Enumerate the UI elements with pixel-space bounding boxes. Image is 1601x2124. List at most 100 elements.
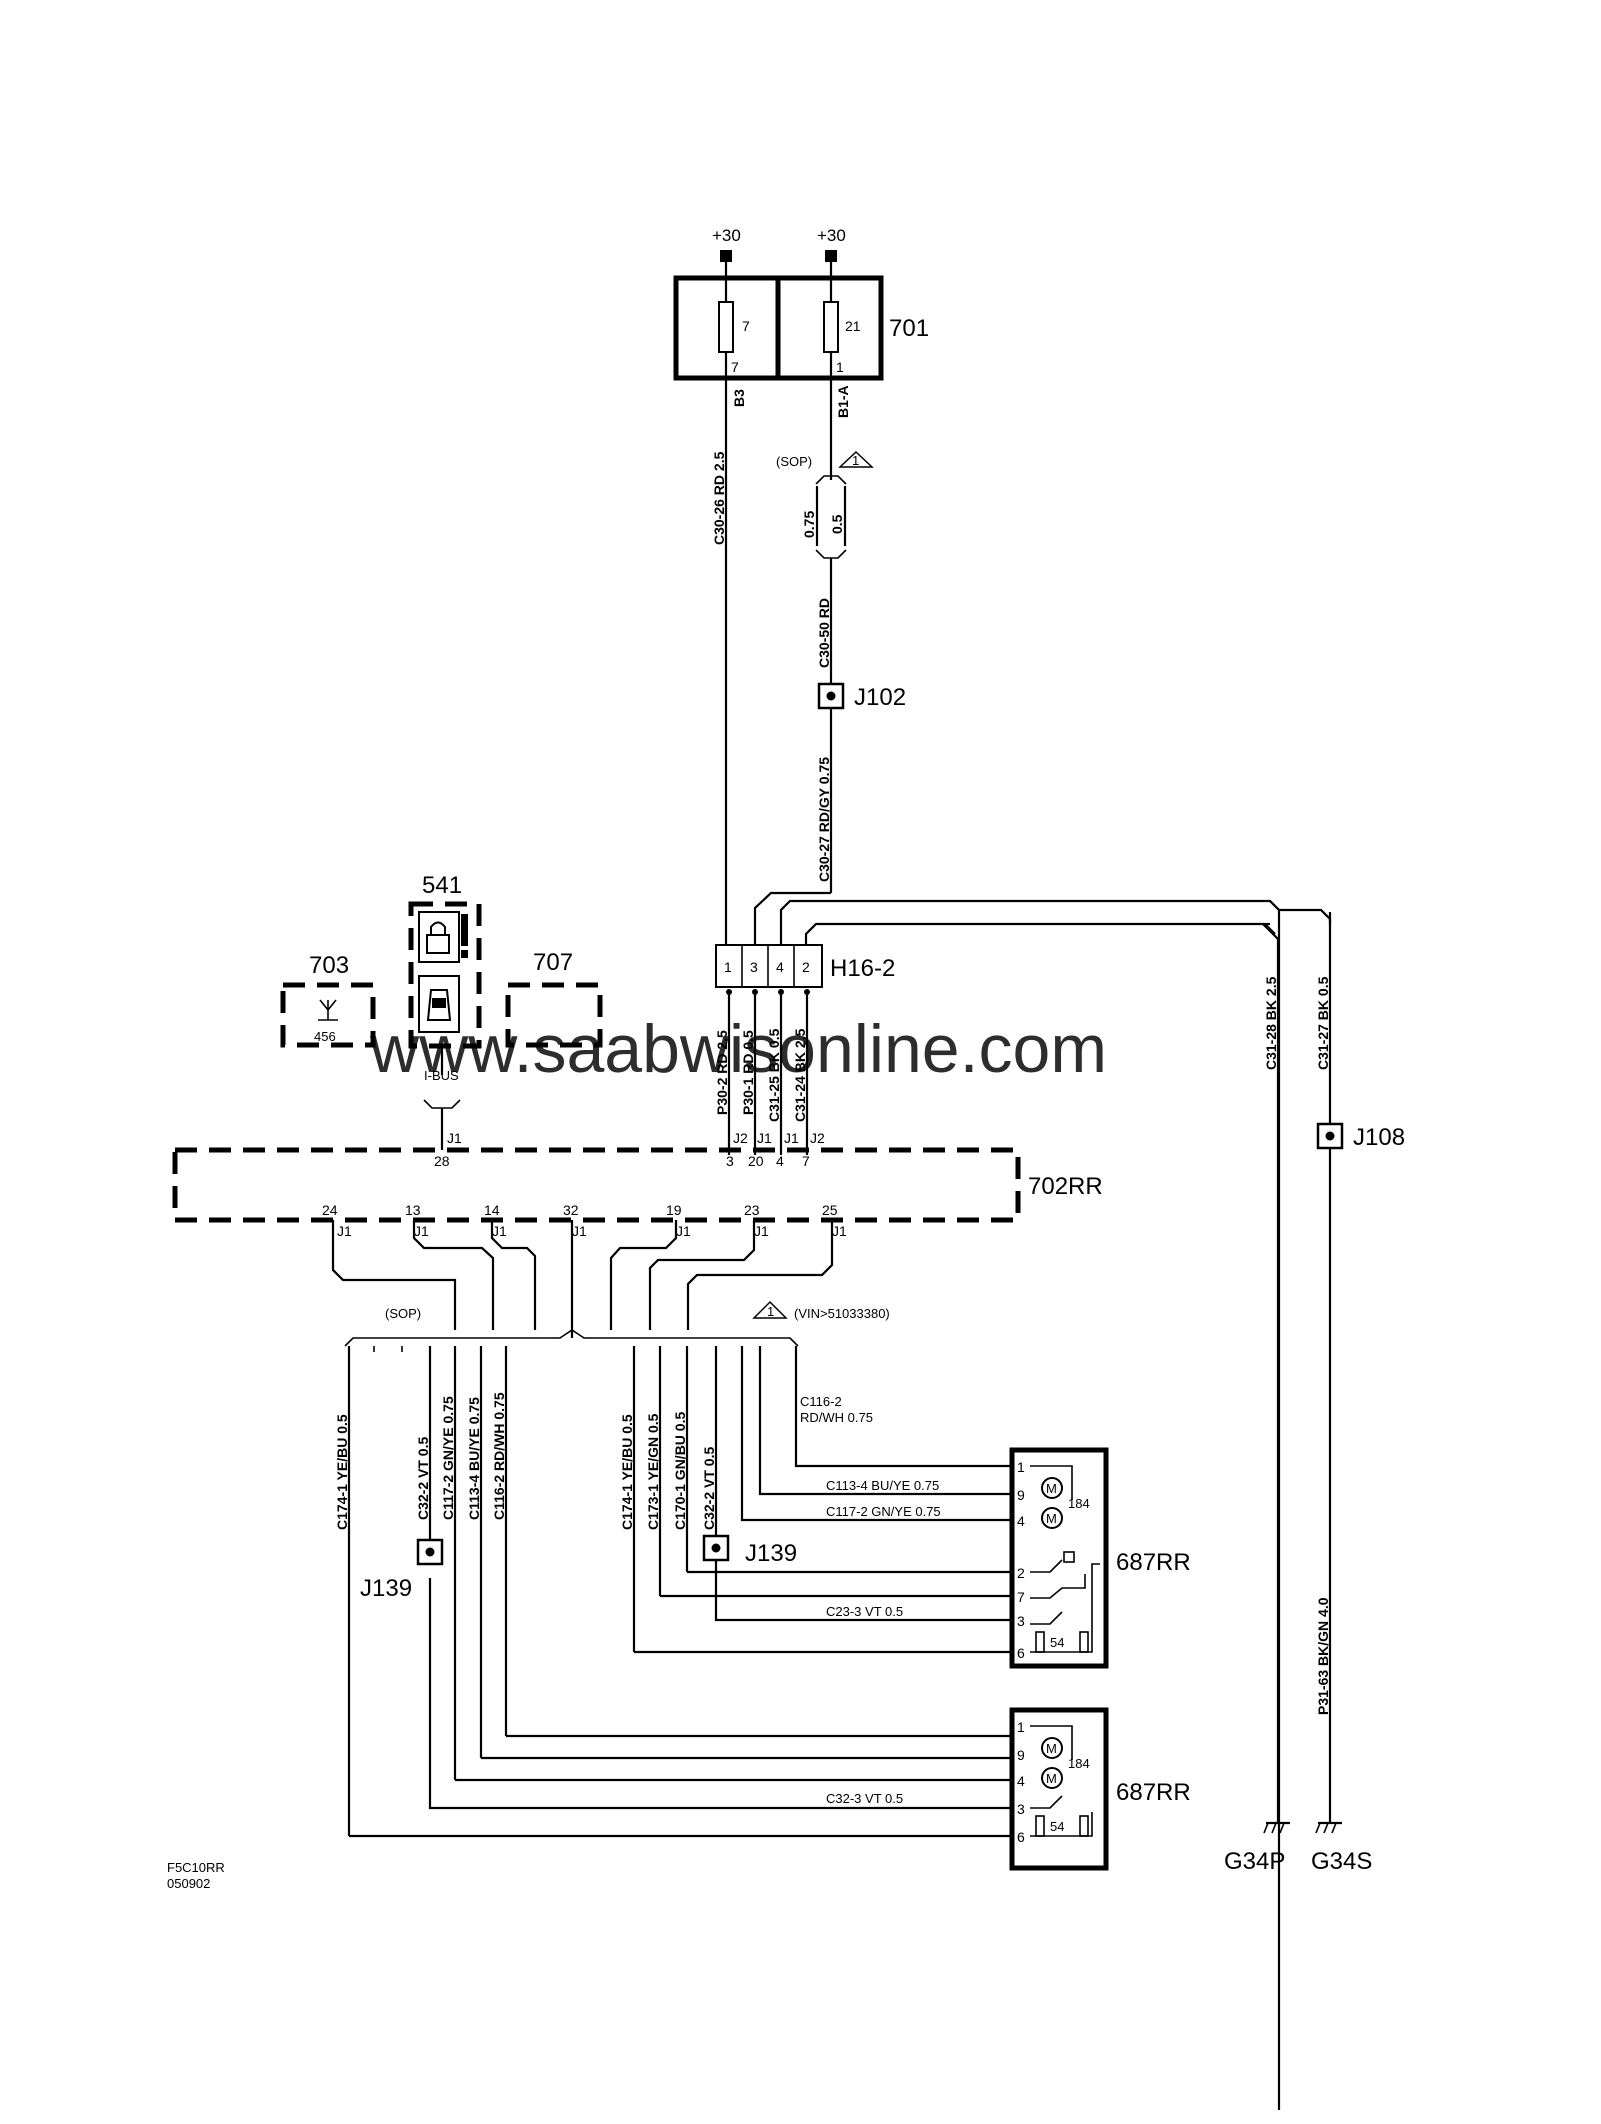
module-541: 541 — [408, 872, 482, 1049]
switch-icon: 54 — [1030, 1551, 1100, 1653]
svg-text:13: 13 — [405, 1202, 421, 1218]
svg-text:C116-2 RD/WH 0.75: C116-2 RD/WH 0.75 — [491, 1392, 507, 1520]
svg-text:+30: +30 — [817, 226, 846, 245]
svg-text:7: 7 — [742, 318, 750, 334]
ground-symbol-g34s: G34S — [1311, 1821, 1372, 1875]
svg-text:C32-3 VT 0.5: C32-3 VT 0.5 — [826, 1791, 903, 1806]
ibus-link: I-BUS — [423, 1046, 461, 1150]
svg-text:M: M — [1046, 1741, 1057, 1756]
module-702rr: 702RR J1 28 J2 3 J1 20 J1 4 J2 7 24 J1 1… — [172, 1130, 1103, 1239]
svg-text:+30: +30 — [712, 226, 741, 245]
svg-text:G34P: G34P — [1224, 1848, 1285, 1875]
svg-text:G34S: G34S — [1311, 1848, 1372, 1875]
svg-text:J1: J1 — [757, 1130, 772, 1146]
svg-text:C31-24 BK 2.5: C31-24 BK 2.5 — [792, 1028, 808, 1122]
middle-bundle: C174-1 YE/BU 0.5 C173-1 YE/GN 0.5 C170-1… — [619, 1346, 1012, 1654]
svg-text:(SOP): (SOP) — [385, 1306, 421, 1321]
svg-text:23: 23 — [744, 1202, 760, 1218]
svg-text:32: 32 — [563, 1202, 579, 1218]
svg-text:C31-27 BK 0.5: C31-27 BK 0.5 — [1315, 976, 1331, 1070]
ground-wires: C31-28 BK 2.5 C31-27 BK 0.5 P31-63 BK/GN… — [1224, 912, 1405, 1875]
svg-text:19: 19 — [666, 1202, 682, 1218]
module-707: 707 — [505, 949, 603, 1048]
svg-text:C117-2 GN/YE 0.75: C117-2 GN/YE 0.75 — [826, 1504, 941, 1519]
svg-text:J1: J1 — [492, 1223, 507, 1239]
ground-symbol-g34p: G34P — [1224, 1821, 1290, 1875]
svg-text:C117-2 GN/YE 0.75: C117-2 GN/YE 0.75 — [440, 1396, 456, 1520]
lock-icon — [418, 911, 468, 963]
antenna-icon — [318, 999, 338, 1021]
left-bundle: C174-1 YE/BU 0.5 C32-2 VT 0.5 C117-2 GN/… — [334, 1346, 1012, 1838]
supply-terminal-1: +30 — [712, 226, 741, 262]
svg-text:J2: J2 — [810, 1130, 825, 1146]
footer-code: F5C10RR — [167, 1860, 225, 1875]
svg-text:456: 456 — [314, 1029, 336, 1044]
svg-text:4: 4 — [1017, 1513, 1025, 1529]
svg-text:703: 703 — [309, 952, 349, 979]
svg-text:4: 4 — [776, 959, 784, 975]
svg-text:J1: J1 — [572, 1223, 587, 1239]
svg-text:54: 54 — [1050, 1819, 1064, 1834]
svg-text:J1: J1 — [337, 1223, 352, 1239]
module-702rr-label: 702RR — [1028, 1173, 1103, 1200]
svg-text:C32-2 VT 0.5: C32-2 VT 0.5 — [701, 1447, 717, 1530]
actuator-upper-label: 687RR — [1116, 1549, 1191, 1576]
svg-text:1: 1 — [724, 959, 732, 975]
svg-text:14: 14 — [484, 1202, 500, 1218]
svg-text:6: 6 — [1017, 1829, 1025, 1845]
svg-text:1: 1 — [852, 453, 859, 468]
svg-text:7: 7 — [731, 359, 739, 375]
svg-text:0.5: 0.5 — [829, 514, 845, 534]
svg-text:B1-A: B1-A — [835, 385, 851, 418]
svg-text:184: 184 — [1068, 1496, 1090, 1511]
connector-h16-label: H16-2 — [830, 955, 895, 982]
svg-text:9: 9 — [1017, 1747, 1025, 1763]
svg-text:(SOP): (SOP) — [776, 454, 812, 469]
top-wires: C30-26 RD 2.5 (SOP) 1 0.75 0.5 C30-50 RD… — [711, 378, 1281, 2110]
fusebox-label: 701 — [889, 315, 929, 342]
svg-text:J1: J1 — [676, 1223, 691, 1239]
svg-text:3: 3 — [1017, 1613, 1025, 1629]
svg-text:C30-26 RD 2.5: C30-26 RD 2.5 — [711, 451, 727, 545]
svg-text:9: 9 — [1017, 1487, 1025, 1503]
svg-text:J1: J1 — [784, 1130, 799, 1146]
svg-text:C31-25 BK 0.5: C31-25 BK 0.5 — [766, 1028, 782, 1122]
svg-text:1: 1 — [1017, 1719, 1025, 1735]
lower-harness: (SOP) 1 (VIN>51033380) — [331, 1220, 890, 1352]
svg-text:P31-63 BK/GN 4.0: P31-63 BK/GN 4.0 — [1315, 1597, 1331, 1715]
svg-text:C23-3 VT 0.5: C23-3 VT 0.5 — [826, 1604, 903, 1619]
car-alarm-icon — [418, 975, 460, 1033]
svg-text:6: 6 — [1017, 1645, 1025, 1661]
svg-text:0.75: 0.75 — [801, 511, 817, 538]
svg-text:20: 20 — [748, 1153, 764, 1169]
junction-j102: J102 — [854, 684, 906, 711]
svg-text:M: M — [1046, 1481, 1057, 1496]
svg-text:C174-1 YE/BU 0.5: C174-1 YE/BU 0.5 — [334, 1414, 350, 1530]
svg-text:J1: J1 — [754, 1223, 769, 1239]
svg-text:24: 24 — [322, 1202, 338, 1218]
actuator-687rr-upper: 687RR 1 9 4 2 7 3 6 M M 184 54 C113-4 BU… — [826, 1447, 1191, 1669]
motor-icon: M M — [1041, 1737, 1063, 1789]
watermark: www.saabwisonline.com — [369, 1011, 1107, 1087]
svg-text:7: 7 — [1017, 1589, 1025, 1605]
supply-terminal-2: +30 — [817, 226, 846, 262]
svg-text:M: M — [1046, 1771, 1057, 1786]
svg-text:(VIN>51033380): (VIN>51033380) — [794, 1306, 890, 1321]
svg-text:C30-50 RD: C30-50 RD — [816, 598, 832, 668]
svg-text:21: 21 — [845, 318, 861, 334]
svg-text:1: 1 — [767, 1304, 774, 1319]
svg-text:4: 4 — [776, 1153, 784, 1169]
svg-text:J1: J1 — [414, 1223, 429, 1239]
svg-text:C32-2 VT 0.5: C32-2 VT 0.5 — [415, 1437, 431, 1520]
svg-text:1: 1 — [1017, 1459, 1025, 1475]
svg-text:J1: J1 — [447, 1130, 462, 1146]
svg-text:707: 707 — [533, 949, 573, 976]
svg-text:25: 25 — [822, 1202, 838, 1218]
junction-j139-mid: J139 — [745, 1540, 797, 1567]
svg-text:54: 54 — [1050, 1635, 1064, 1650]
svg-text:1: 1 — [836, 359, 844, 375]
connector-h16-2: 1 3 4 2 H16-2 P30-2 RD 2.5 P30-1 RD 0.5 … — [714, 944, 895, 1155]
svg-text:2: 2 — [1017, 1565, 1025, 1581]
svg-text:P30-2 RD 2.5: P30-2 RD 2.5 — [714, 1030, 730, 1115]
